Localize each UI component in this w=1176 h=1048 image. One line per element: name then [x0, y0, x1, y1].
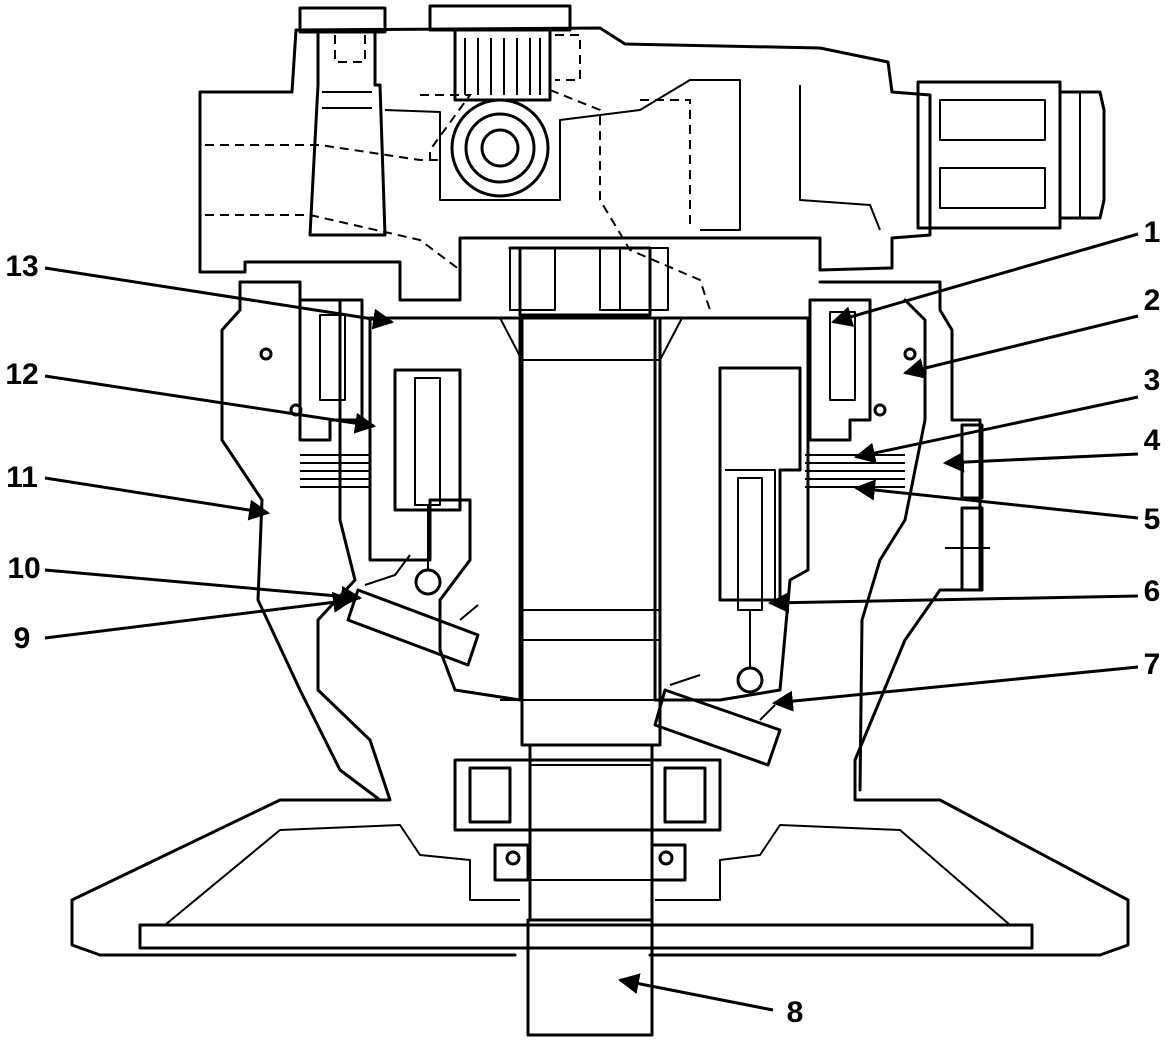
leader-5 — [853, 479, 1139, 520]
callout-9: 9 — [14, 622, 31, 655]
callout-7: 7 — [1144, 648, 1161, 681]
callout-12: 12 — [5, 358, 38, 391]
valve-block — [198, 4, 1106, 311]
leader-8 — [617, 973, 774, 1012]
leader-9 — [44, 591, 355, 640]
leader-lines — [44, 232, 1139, 1012]
leader-11 — [44, 476, 271, 521]
leader-13 — [44, 266, 395, 330]
leader-7 — [771, 665, 1139, 712]
leader-10 — [44, 568, 363, 607]
cylinder-block — [368, 316, 810, 702]
callout-10: 10 — [7, 552, 40, 585]
leader-4 — [942, 451, 1139, 473]
callout-4: 4 — [1144, 424, 1161, 457]
leader-12 — [44, 374, 377, 434]
callout-8: 8 — [787, 996, 804, 1029]
shoe-plates — [346, 554, 782, 767]
callout-2: 2 — [1144, 284, 1161, 317]
callout-6: 6 — [1144, 575, 1161, 608]
leader-2 — [902, 314, 1139, 379]
leader-6 — [767, 592, 1139, 614]
callout-13: 13 — [5, 250, 38, 283]
callout-labels: 1 2 3 4 5 6 7 8 9 10 11 12 13 — [5, 216, 1160, 1029]
callout-5: 5 — [1144, 503, 1161, 536]
output-shaft — [453, 246, 722, 1037]
leader-3 — [853, 395, 1139, 464]
callout-3: 3 — [1144, 364, 1161, 397]
leader-1 — [830, 232, 1139, 327]
callout-1: 1 — [1144, 216, 1161, 249]
motor-housing — [70, 280, 1130, 957]
callout-11: 11 — [6, 461, 38, 494]
brake-plates — [298, 298, 905, 488]
